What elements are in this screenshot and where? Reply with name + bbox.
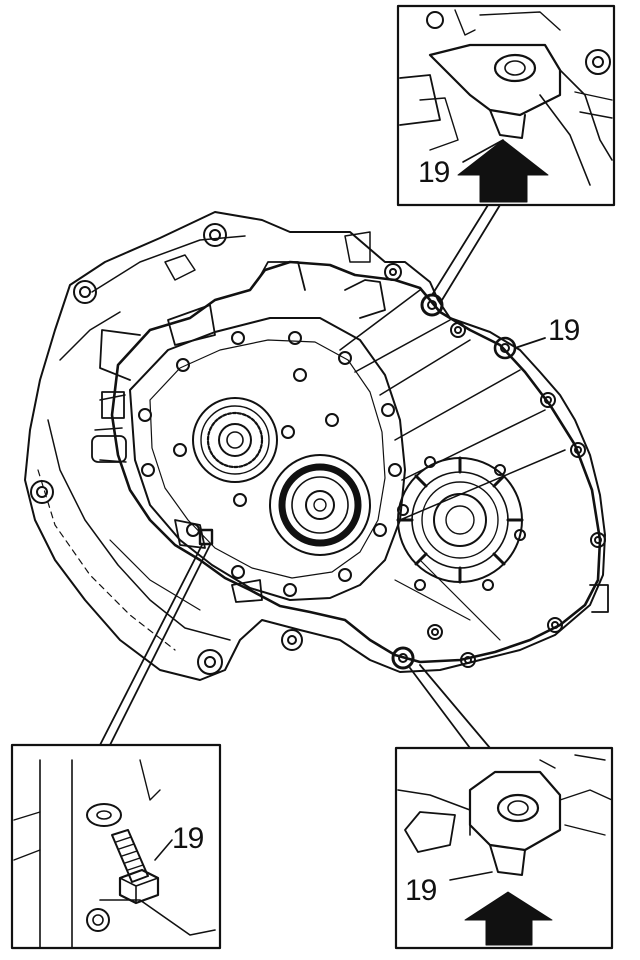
up-arrow-icon <box>464 891 553 946</box>
mounting-point-top <box>420 293 444 317</box>
inset-bottom-right <box>394 746 614 950</box>
leader-lines <box>99 204 546 749</box>
callout-label-19-bottom-left: 19 <box>172 822 204 855</box>
output-shaft-seal <box>269 454 371 556</box>
callout-label-19-top: 19 <box>418 156 450 189</box>
differential-flange <box>396 456 526 591</box>
up-arrow-icon <box>457 139 549 203</box>
input-shaft-bearing <box>192 397 278 483</box>
bellhousing <box>24 211 606 681</box>
mounting-point-left <box>198 528 214 546</box>
mounting-point-bottom <box>391 646 415 670</box>
callout-label-19-housing: 19 <box>548 314 580 347</box>
inset-bottom-left <box>10 743 222 950</box>
callout-label-19-bottom-right: 19 <box>405 874 437 907</box>
bolt-icon <box>111 829 160 905</box>
cover-bolts <box>138 331 402 597</box>
inset-top <box>396 4 616 207</box>
mounting-boss-icon <box>30 223 303 675</box>
gearbox-case <box>99 260 609 664</box>
